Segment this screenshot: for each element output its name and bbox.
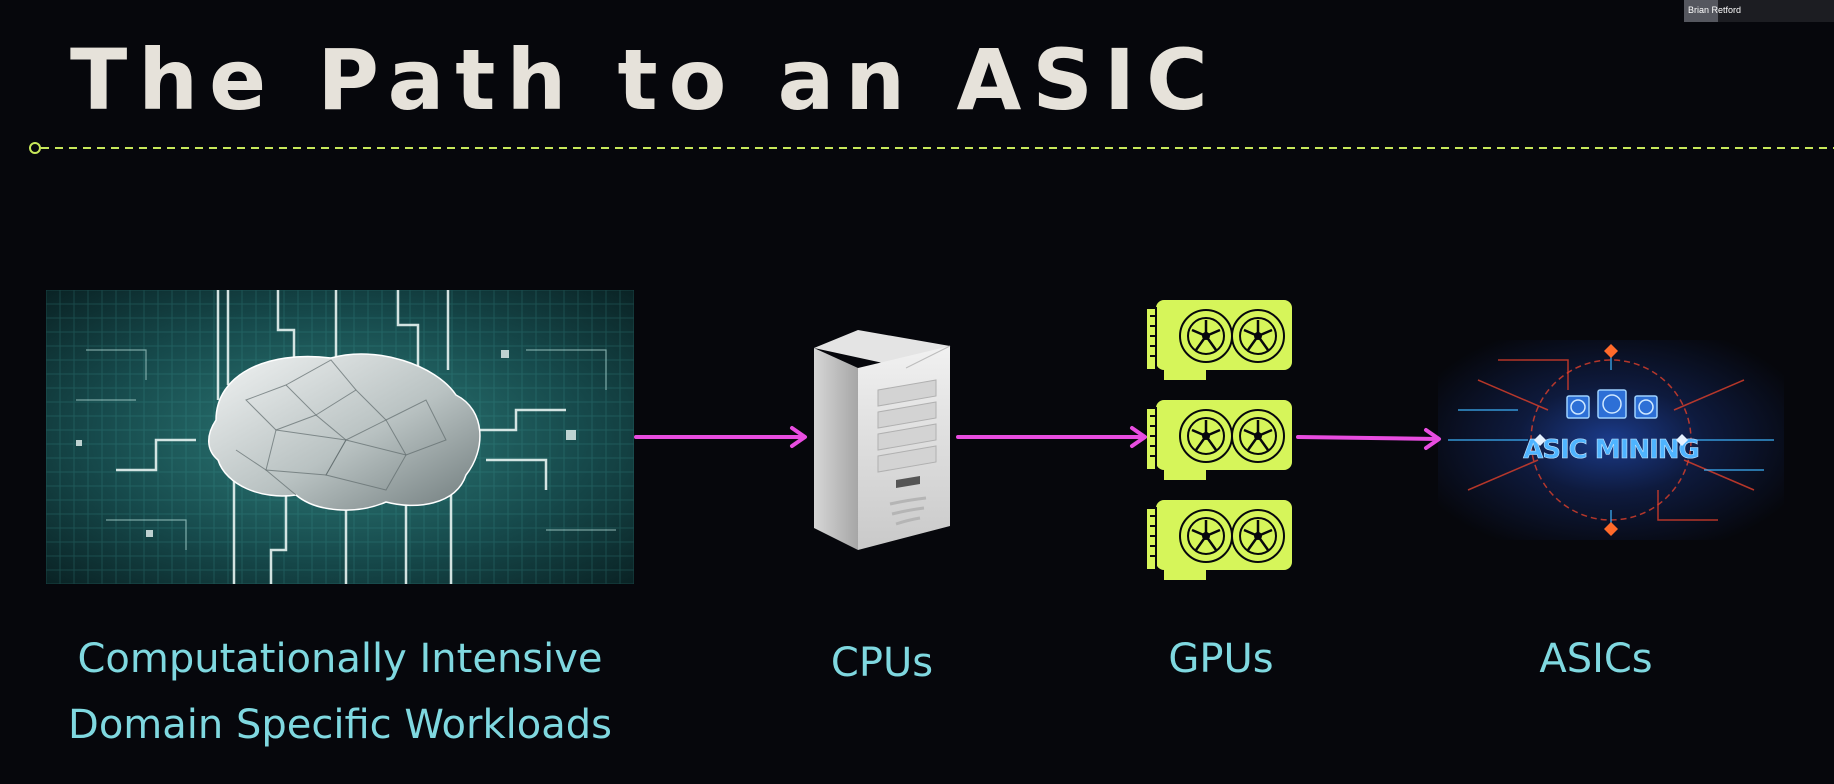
label-workloads-line1: Computationally Intensive bbox=[77, 636, 603, 682]
gpu-card-icon bbox=[1146, 400, 1292, 480]
title-divider bbox=[29, 142, 1834, 154]
brain-circuit-image bbox=[46, 290, 634, 584]
speaker-thumbnail bbox=[1684, 0, 1718, 22]
asic-banner-text: ASIC MINING bbox=[1523, 435, 1699, 465]
gpu-card-icon bbox=[1146, 300, 1292, 380]
speaker-video-tile[interactable]: Brian Retford bbox=[1684, 0, 1834, 22]
slide-title: The Path to an ASIC bbox=[70, 31, 1219, 129]
server-tower-icon bbox=[814, 330, 951, 550]
gpu-card-icon bbox=[1146, 500, 1292, 580]
arrow-cpu-to-gpu bbox=[956, 426, 1147, 448]
asic-mining-image: ASIC MINING bbox=[1438, 340, 1784, 540]
arrow-brain-to-cpu bbox=[634, 426, 807, 448]
arrow-gpu-to-asic bbox=[1296, 428, 1441, 450]
label-gpus: GPUs bbox=[1168, 636, 1274, 682]
speaker-name: Brian Retford bbox=[1688, 5, 1742, 15]
label-asics: ASICs bbox=[1539, 636, 1653, 682]
label-workloads: Computationally Intensive Domain Specifi… bbox=[40, 626, 640, 758]
label-cpus: CPUs bbox=[830, 640, 934, 686]
label-workloads-line2: Domain Specific Workloads bbox=[68, 702, 612, 748]
